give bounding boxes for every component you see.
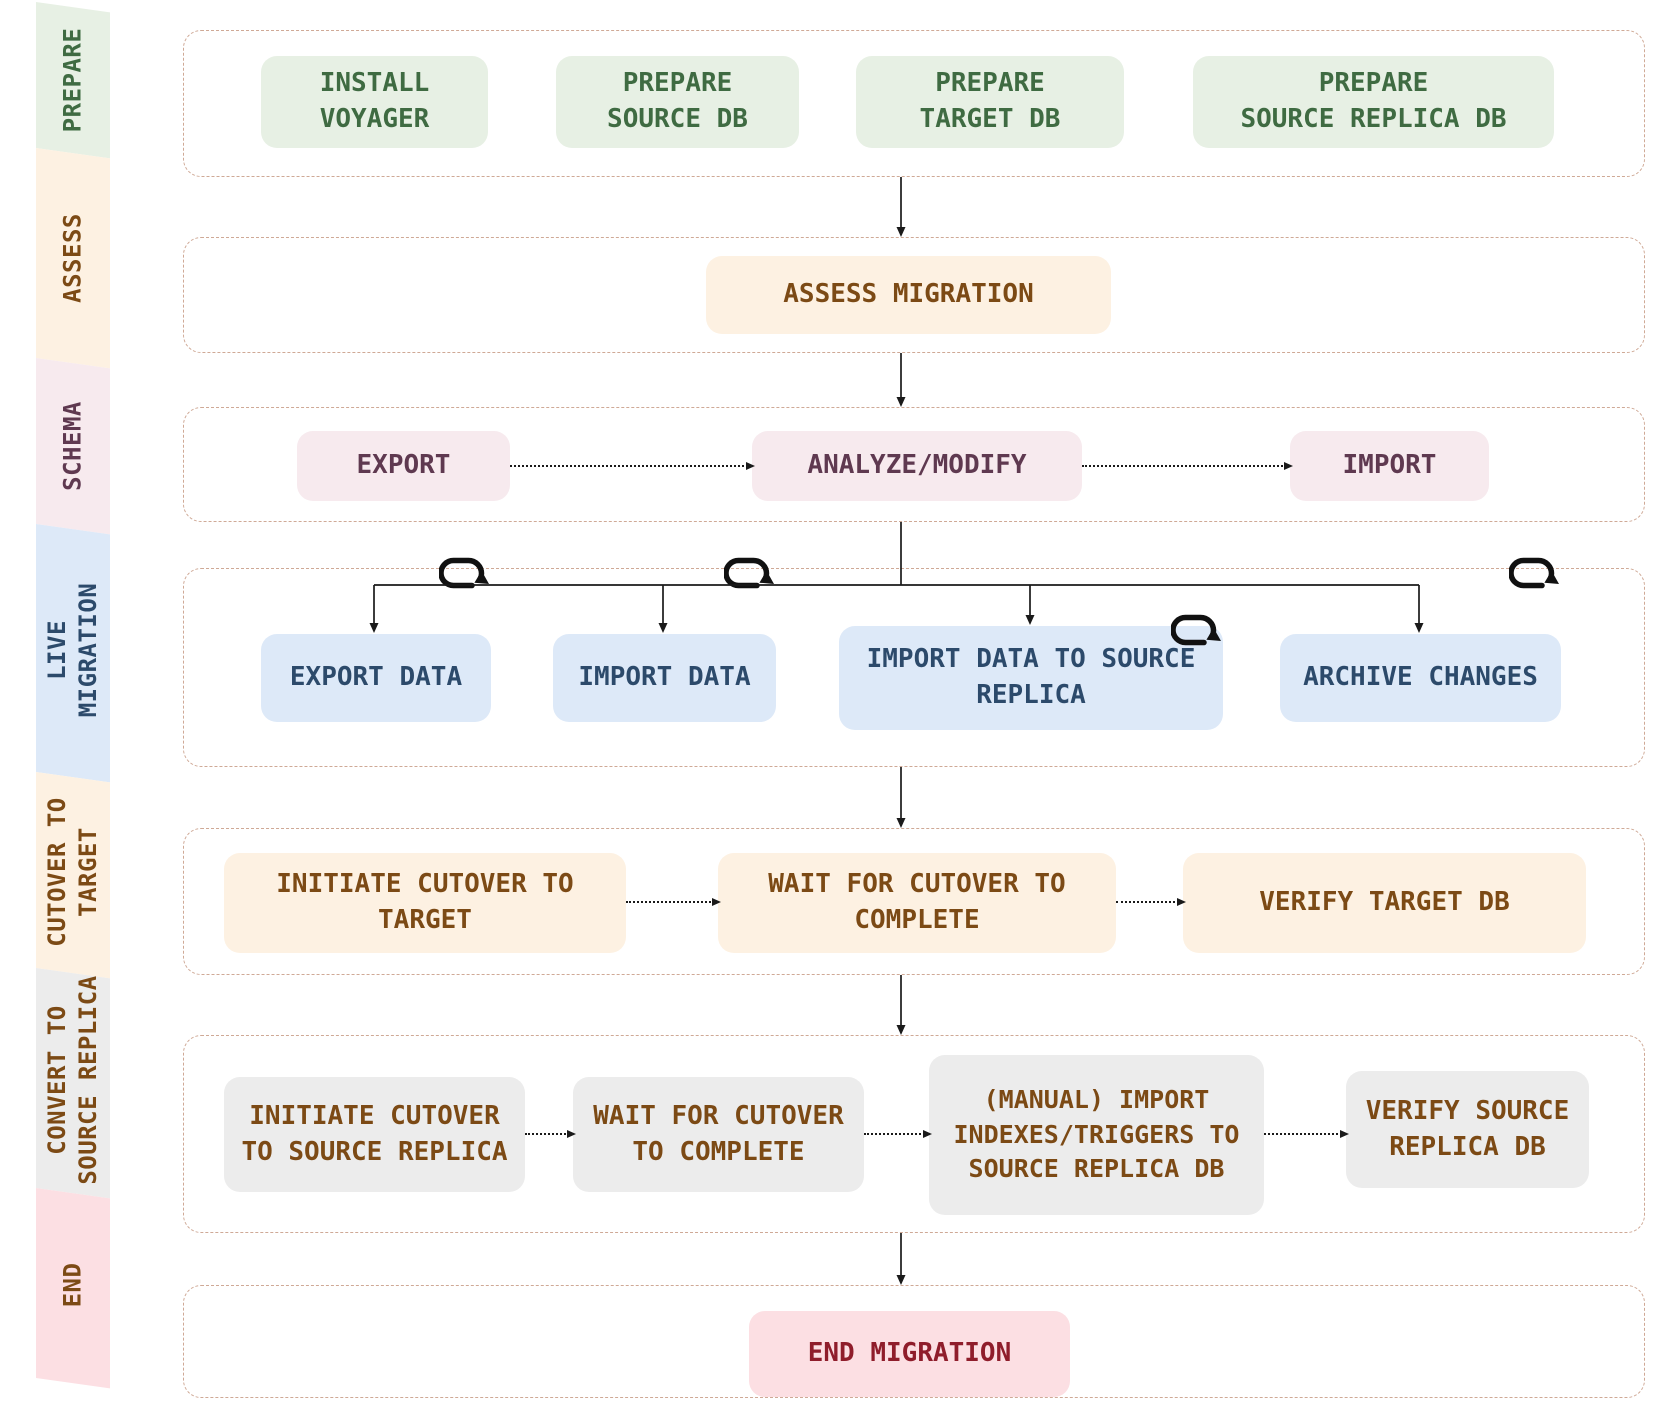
step-wait-for-cutover-complete[interactable]: WAIT FOR CUTOVER TO COMPLETE <box>718 853 1116 953</box>
phase-label-assess: ASSESS <box>58 213 87 303</box>
phase-row-convert-to-source-replica: INITIATE CUTOVER TO SOURCE REPLICA WAIT … <box>183 1035 1645 1233</box>
step-install-voyager[interactable]: INSTALL VOYAGER <box>261 56 488 148</box>
arrow-initiate-to-wait-replica <box>525 1130 576 1138</box>
phase-label-cutover: CUTOVER TO TARGET <box>42 797 102 947</box>
step-prepare-source-db[interactable]: PREPARE SOURCE DB <box>556 56 799 148</box>
step-prepare-target-db[interactable]: PREPARE TARGET DB <box>856 56 1124 148</box>
step-import-data-to-source-replica[interactable]: IMPORT DATA TO SOURCE REPLICA <box>839 626 1223 730</box>
step-analyze-modify-schema[interactable]: ANALYZE/MODIFY <box>752 431 1082 501</box>
phase-row-end: END MIGRATION <box>183 1285 1645 1398</box>
arrow-analyze-to-import <box>1082 462 1293 470</box>
step-import-data[interactable]: IMPORT DATA <box>553 634 776 722</box>
step-initiate-cutover-to-source-replica[interactable]: INITIATE CUTOVER TO SOURCE REPLICA <box>224 1077 525 1192</box>
step-export-schema[interactable]: EXPORT <box>297 431 510 501</box>
arrow-wait-to-manual-import <box>864 1130 932 1138</box>
loop-icon <box>1171 614 1221 646</box>
step-verify-source-replica-db[interactable]: VERIFY SOURCE REPLICA DB <box>1346 1071 1589 1188</box>
step-import-schema[interactable]: IMPORT <box>1290 431 1489 501</box>
step-end-migration[interactable]: END MIGRATION <box>749 1311 1070 1397</box>
arrow-export-to-analyze <box>510 462 755 470</box>
loop-icon <box>439 557 489 589</box>
loop-icon <box>1509 557 1559 589</box>
phase-label-live-migration: LIVE MIGRATION <box>42 582 102 718</box>
step-verify-target-db[interactable]: VERIFY TARGET DB <box>1183 853 1586 953</box>
step-archive-changes[interactable]: ARCHIVE CHANGES <box>1280 634 1561 722</box>
loop-icon <box>724 557 774 589</box>
phase-label-end: END <box>58 1262 87 1308</box>
phase-label-prepare: PREPARE <box>58 27 87 133</box>
arrow-initiate-to-wait <box>626 898 721 906</box>
phase-row-live-migration: EXPORT DATA IMPORT DATA IMPORT DATA TO S… <box>183 557 1645 767</box>
step-prepare-source-replica-db[interactable]: PREPARE SOURCE REPLICA DB <box>1193 56 1554 148</box>
step-export-data[interactable]: EXPORT DATA <box>261 634 491 722</box>
step-manual-import-indexes-triggers[interactable]: (MANUAL) IMPORT INDEXES/TRIGGERS TO SOUR… <box>929 1055 1264 1215</box>
step-assess-migration[interactable]: ASSESS MIGRATION <box>706 256 1111 334</box>
phase-label-schema: SCHEMA <box>58 401 87 491</box>
step-initiate-cutover-to-target[interactable]: INITIATE CUTOVER TO TARGET <box>224 853 626 953</box>
arrow-manual-import-to-verify <box>1264 1130 1349 1138</box>
phase-label-convert: CONVERT TO SOURCE REPLICA <box>42 975 102 1185</box>
step-wait-for-cutover-complete-replica[interactable]: WAIT FOR CUTOVER TO COMPLETE <box>573 1077 864 1192</box>
phase-row-assess: ASSESS MIGRATION <box>183 237 1645 353</box>
phase-row-schema: EXPORT ANALYZE/MODIFY IMPORT <box>183 407 1645 522</box>
arrow-wait-to-verify <box>1116 898 1186 906</box>
phase-row-prepare: INSTALL VOYAGER PREPARE SOURCE DB PREPAR… <box>183 30 1645 177</box>
phase-row-cutover-to-target: INITIATE CUTOVER TO TARGET WAIT FOR CUTO… <box>183 828 1645 975</box>
